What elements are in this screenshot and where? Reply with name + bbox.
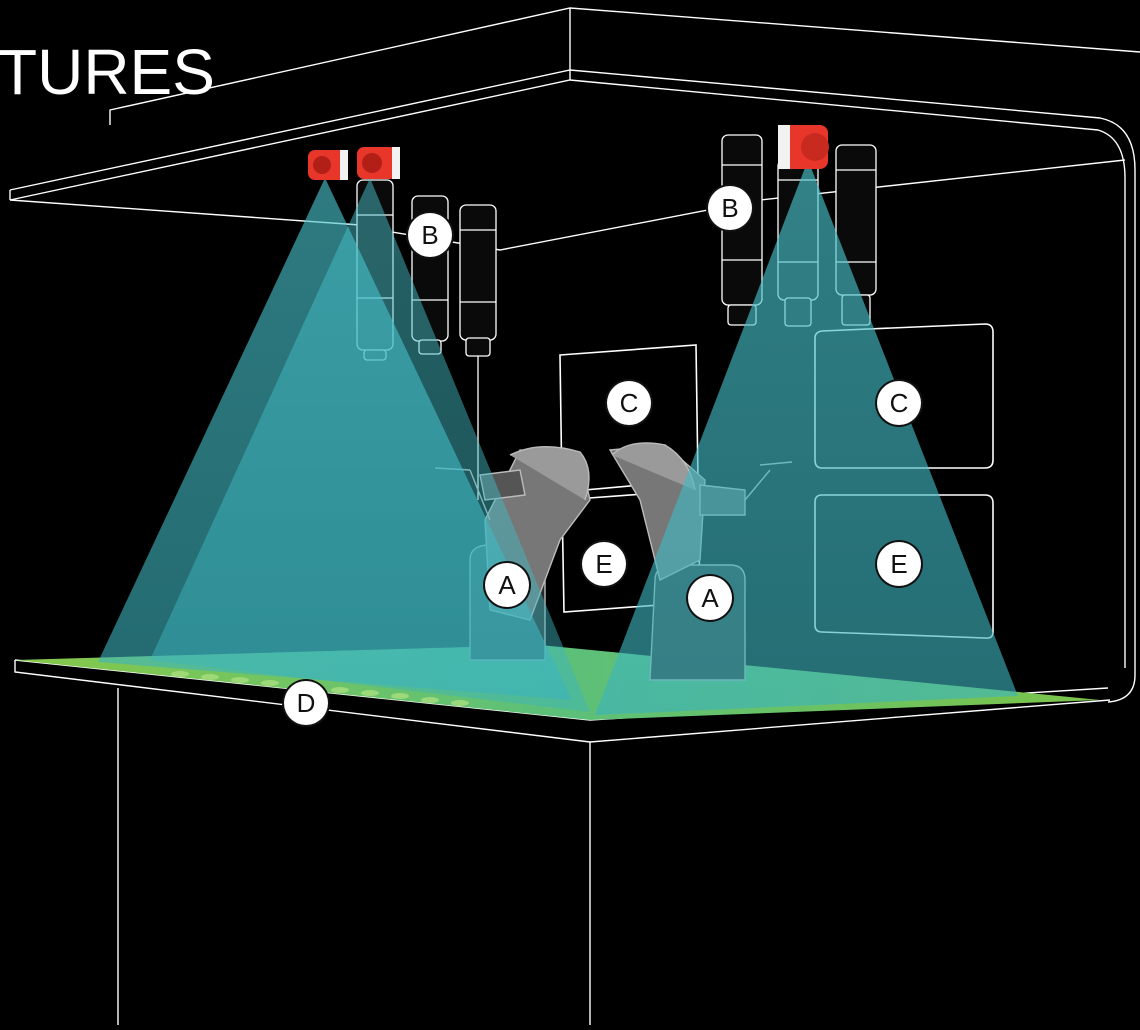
label-c-left: C [607,381,651,425]
label-d: D [284,681,328,725]
label-e-right: E [877,542,921,586]
label-a-left: A [485,563,529,607]
camera-icon [308,150,348,180]
label-c-right: C [877,381,921,425]
light-cone-right [595,160,1018,715]
surface-dots [171,671,469,706]
light-cone-left-2 [150,178,590,712]
label-e-left: E [582,542,626,586]
camera-icon [357,147,400,179]
cameras [308,125,829,180]
camera-light-cones [98,160,1018,715]
label-b-right: B [708,186,752,230]
gripper-tube [459,204,497,500]
label-a-right: A [688,576,732,620]
camera-icon [778,125,829,169]
label-b-left: B [408,213,452,257]
page-heading: TURES [0,36,215,108]
